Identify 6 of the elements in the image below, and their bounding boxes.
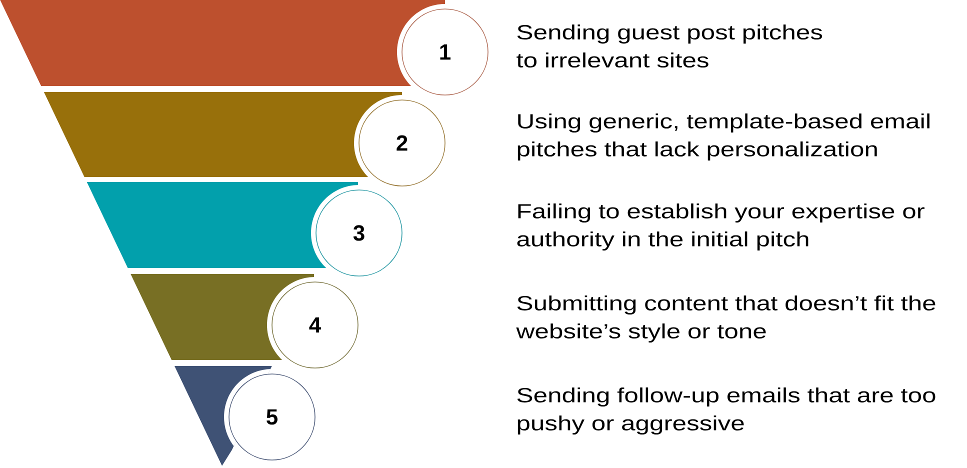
description-text: Submitting content that doesn’t fit the website’s style or tone <box>516 295 936 343</box>
description-text: Failing to establish your expertise or authority in the initial pitch <box>517 203 924 251</box>
description-text: Sending guest post pitches to irrelevant sites <box>516 24 822 68</box>
description-text: Sending follow-up emails that are too pushy or aggressive <box>517 387 936 435</box>
description-text: Using generic, template-based email pitches that lack personalization <box>518 113 930 161</box>
node-label: 5 <box>266 409 278 425</box>
